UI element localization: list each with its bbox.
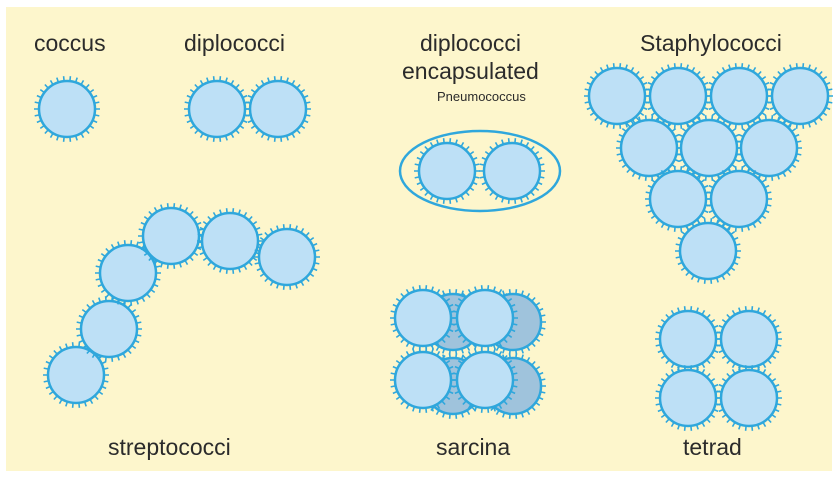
coccus-cell <box>767 63 833 129</box>
coccus-cell <box>645 63 711 129</box>
label-staphylococci: Staphylococci <box>640 30 782 57</box>
coccus-cell <box>414 138 480 204</box>
label-streptococci: streptococci <box>108 434 231 461</box>
coccus-cell <box>655 306 721 372</box>
label-diplococci-encapsulated-line1: diplococci <box>420 30 521 57</box>
coccus-cell-group <box>34 76 100 142</box>
label-pneumococcus: Pneumococcus <box>437 89 526 104</box>
label-diplococci: diplococci <box>184 30 285 57</box>
coccus-cell <box>706 63 772 129</box>
label-sarcina: sarcina <box>436 434 510 461</box>
label-diplococci-encapsulated-line2: encapsulated <box>402 58 539 85</box>
coccus-cell <box>245 76 311 142</box>
encapsulated-diplococci-group <box>400 131 560 211</box>
diplococci-cell-group <box>184 76 311 142</box>
coccus-cell <box>675 218 741 284</box>
coccus-cell <box>254 224 320 290</box>
coccus-cell <box>716 306 782 372</box>
coccus-cell <box>197 208 263 274</box>
sarcina-cell-group <box>390 285 546 419</box>
coccus-cell <box>34 76 100 142</box>
coccus-cell <box>479 138 545 204</box>
coccus-cell <box>655 365 721 431</box>
coccus-cell <box>184 76 250 142</box>
tetrad-cell-group <box>655 306 782 431</box>
streptococci-cell-group <box>43 203 320 408</box>
label-coccus: coccus <box>34 30 106 57</box>
staphylococci-cell-group <box>584 63 833 284</box>
coccus-cell <box>716 365 782 431</box>
label-tetrad: tetrad <box>683 434 742 461</box>
